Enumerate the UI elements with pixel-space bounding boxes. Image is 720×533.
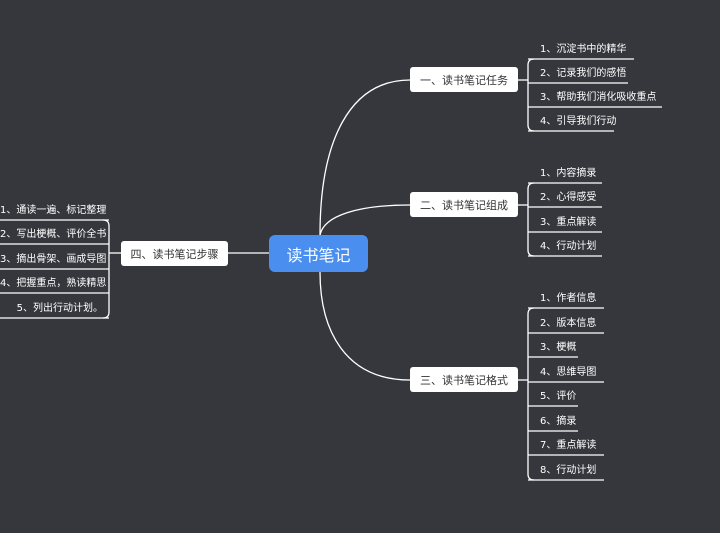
leaf-item-1-0[interactable]: 1、内容摘录 — [540, 168, 597, 179]
leaf-item-3-2[interactable]: 3、摘出骨架、画成导图 — [0, 254, 107, 265]
connector-center-composition — [319, 204, 411, 236]
leaf-item-2-4[interactable]: 5、评价 — [540, 391, 577, 402]
central-topic[interactable]: 读书笔记 — [269, 235, 368, 272]
leaf-item-0-3[interactable]: 4、引导我们行动 — [540, 116, 617, 127]
leaf-item-1-1[interactable]: 2、心得感受 — [540, 192, 597, 203]
branch-tasks[interactable]: 一、读书笔记任务 — [410, 67, 518, 92]
leaf-item-2-0[interactable]: 1、作者信息 — [540, 293, 597, 304]
leaf-item-3-3[interactable]: 4、把握重点，熟读精思 — [0, 278, 107, 289]
leaf-item-0-0[interactable]: 1、沉淀书中的精华 — [540, 44, 627, 55]
branch-format[interactable]: 三、读书笔记格式 — [410, 367, 518, 392]
leaf-item-3-0[interactable]: 1、通读一遍、标记整理 — [0, 205, 107, 216]
connector-center-format — [319, 271, 411, 381]
leaf-item-3-4[interactable]: 5、列出行动计划。 — [16, 303, 103, 314]
leaf-item-2-2[interactable]: 3、梗概 — [540, 342, 577, 353]
branch-composition[interactable]: 二、读书笔记组成 — [410, 192, 518, 217]
leaf-item-3-1[interactable]: 2、写出梗概、评价全书 — [0, 229, 107, 240]
leaf-item-1-2[interactable]: 3、重点解读 — [540, 217, 597, 228]
leaf-item-0-1[interactable]: 2、记录我们的感悟 — [540, 68, 627, 79]
branch-steps[interactable]: 四、读书笔记步骤 — [121, 241, 228, 266]
connector-center-tasks — [319, 79, 411, 236]
leaf-item-0-2[interactable]: 3、帮助我们消化吸收重点 — [540, 92, 657, 103]
leaf-item-2-6[interactable]: 7、重点解读 — [540, 440, 597, 451]
leaf-item-1-3[interactable]: 4、行动计划 — [540, 241, 597, 252]
leaf-item-2-1[interactable]: 2、版本信息 — [540, 318, 597, 329]
leaf-item-2-3[interactable]: 4、思维导图 — [540, 367, 597, 378]
leaf-item-2-5[interactable]: 6、摘录 — [540, 416, 577, 427]
leaf-item-2-7[interactable]: 8、行动计划 — [540, 465, 597, 476]
